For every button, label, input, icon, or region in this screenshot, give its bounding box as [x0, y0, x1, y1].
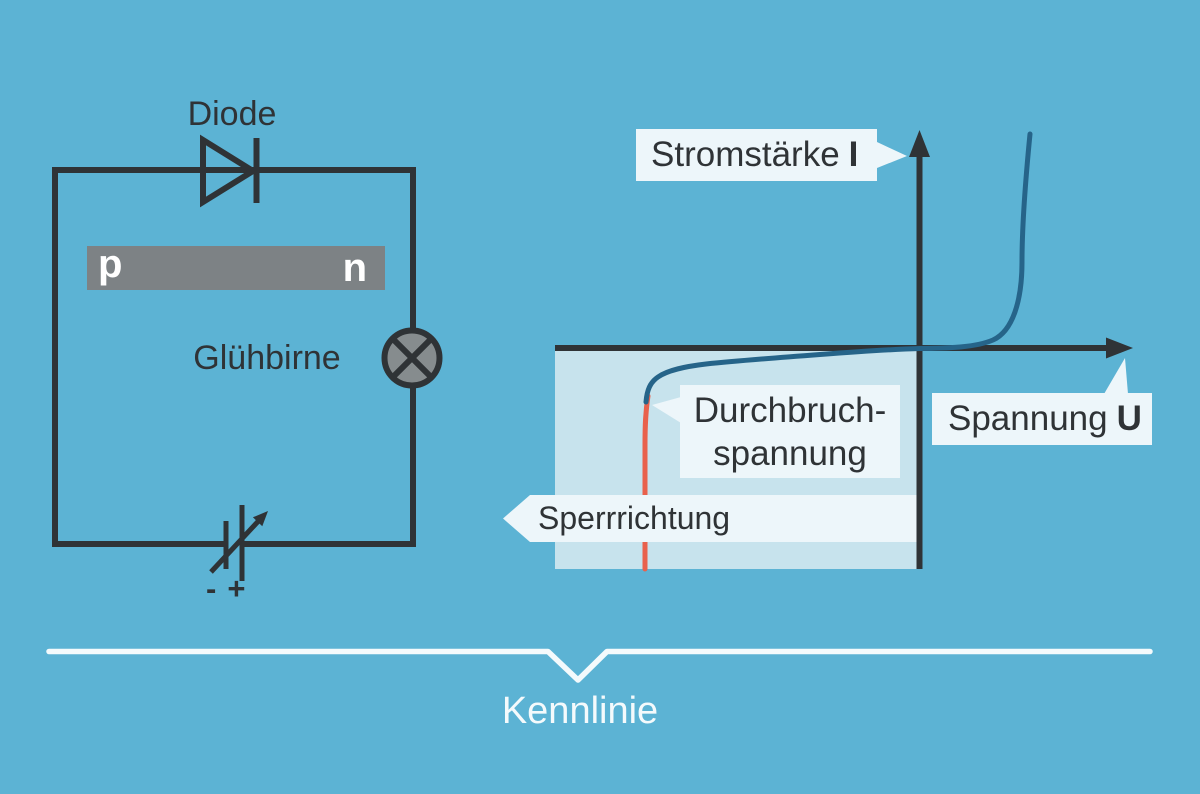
reverse-direction-text: Sperrrichtung — [538, 500, 731, 536]
variable-arrow-head-icon — [252, 511, 268, 527]
diode-characteristic-curve — [643, 131, 1033, 405]
bulb-label: Glühbirne — [193, 339, 341, 377]
current-axis-text: Stromstärke — [651, 135, 840, 174]
current-label-box — [636, 129, 877, 181]
diode-label: Diode — [187, 95, 277, 133]
diode-triangle-icon — [200, 134, 259, 208]
n-region-label: n — [342, 246, 367, 290]
plus-sign: + — [227, 571, 246, 606]
breakdown-voltage-line2: spannung — [713, 433, 867, 473]
brace-line — [46, 648, 1153, 683]
y-axis-arrow-icon — [909, 130, 930, 157]
minus-sign: - — [206, 571, 217, 606]
pn-junction-bar: p n — [87, 242, 385, 290]
current-label-tail — [877, 142, 907, 168]
breakdown-label-box — [680, 385, 900, 478]
voltage-axis-text: Spannung — [948, 399, 1108, 438]
source-polarity-labels: - + — [206, 573, 245, 604]
current-axis-label: Stromstärke I — [636, 129, 877, 181]
voltage-axis-symbol: U — [1116, 399, 1142, 438]
current-axis-symbol: I — [848, 135, 859, 174]
circuit-wire — [52, 167, 416, 547]
variable-arrow-shaft — [209, 519, 260, 574]
caption-label: Kennlinie — [501, 690, 659, 732]
lamp-cross-icon — [390, 336, 434, 380]
breakdown-voltage-line1: Durchbruch- — [693, 390, 887, 430]
breakdown-label-tail — [652, 397, 681, 423]
voltage-label-tail — [1104, 358, 1128, 394]
p-region-label: p — [98, 242, 123, 286]
voltage-label-box — [932, 393, 1152, 445]
voltage-axis-label: Spannung U — [932, 393, 1152, 445]
reverse-direction-label: Sperrrichtung — [530, 495, 920, 542]
x-axis-arrow-icon — [1106, 337, 1133, 359]
breakdown-voltage-label: Durchbruch- spannung — [680, 385, 900, 478]
reverse-direction-banner — [503, 495, 920, 542]
